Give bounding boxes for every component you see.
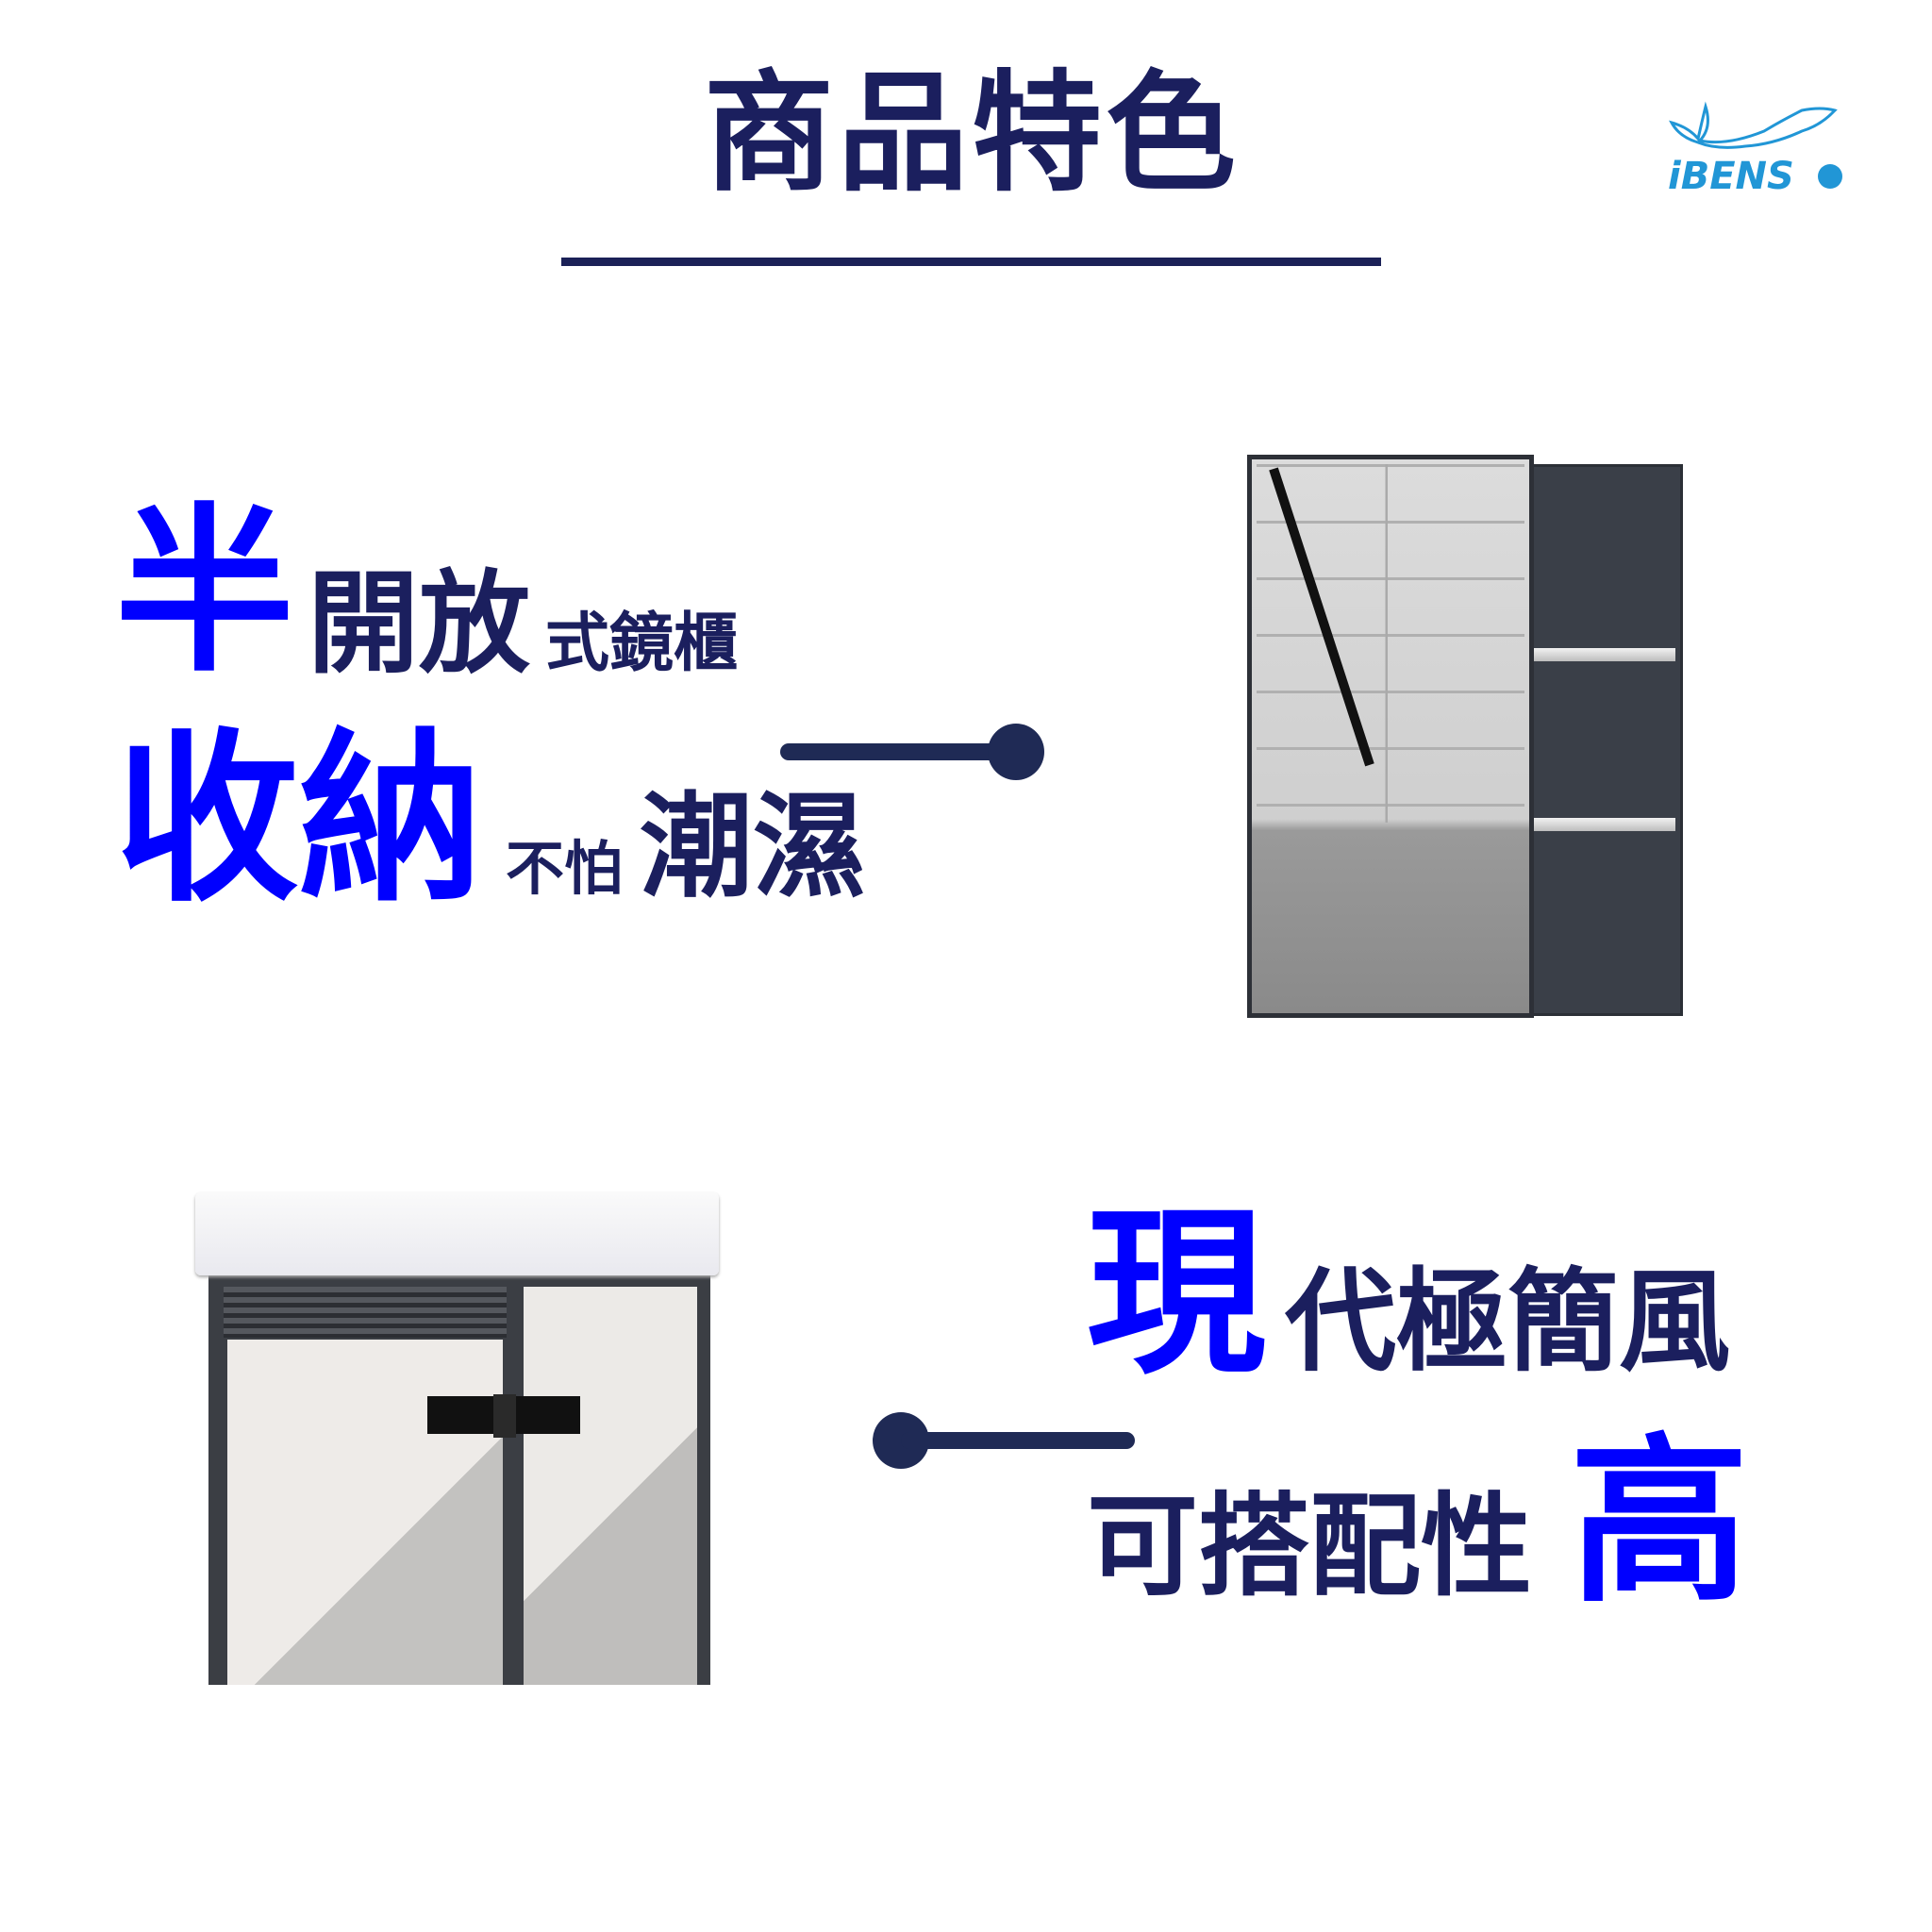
feature1-mid-text-2: 潮濕 — [640, 780, 866, 913]
vanity-cabinet-image — [195, 1192, 719, 1685]
feature1-small-text: 式鏡櫃 — [545, 606, 739, 681]
feature1-big-text: 收納 — [115, 710, 483, 926]
connector-dot-1 — [988, 724, 1044, 780]
feature1-small-text-2: 不怕 — [506, 834, 624, 903]
mirror-cabinet-image — [1247, 455, 1685, 1018]
page-title: 商品特色 — [703, 56, 1240, 209]
title-underline — [561, 258, 1381, 266]
brand-logo: iBENS — [1660, 99, 1845, 198]
feature2-mid-text: 代極簡風 — [1285, 1256, 1731, 1387]
feature2-big-char-2: 高 — [1570, 1416, 1750, 1626]
connector-line-1 — [780, 743, 1016, 760]
feature1-mid-text: 開放 — [308, 558, 531, 689]
connector-line-2 — [901, 1432, 1135, 1449]
feature1-big-char: 半 — [115, 486, 295, 696]
feature2-mid-text-2: 可搭配性 — [1087, 1480, 1533, 1611]
svg-text:iBENS: iBENS — [1668, 155, 1794, 193]
feature2-big-char: 現 — [1087, 1188, 1267, 1398]
